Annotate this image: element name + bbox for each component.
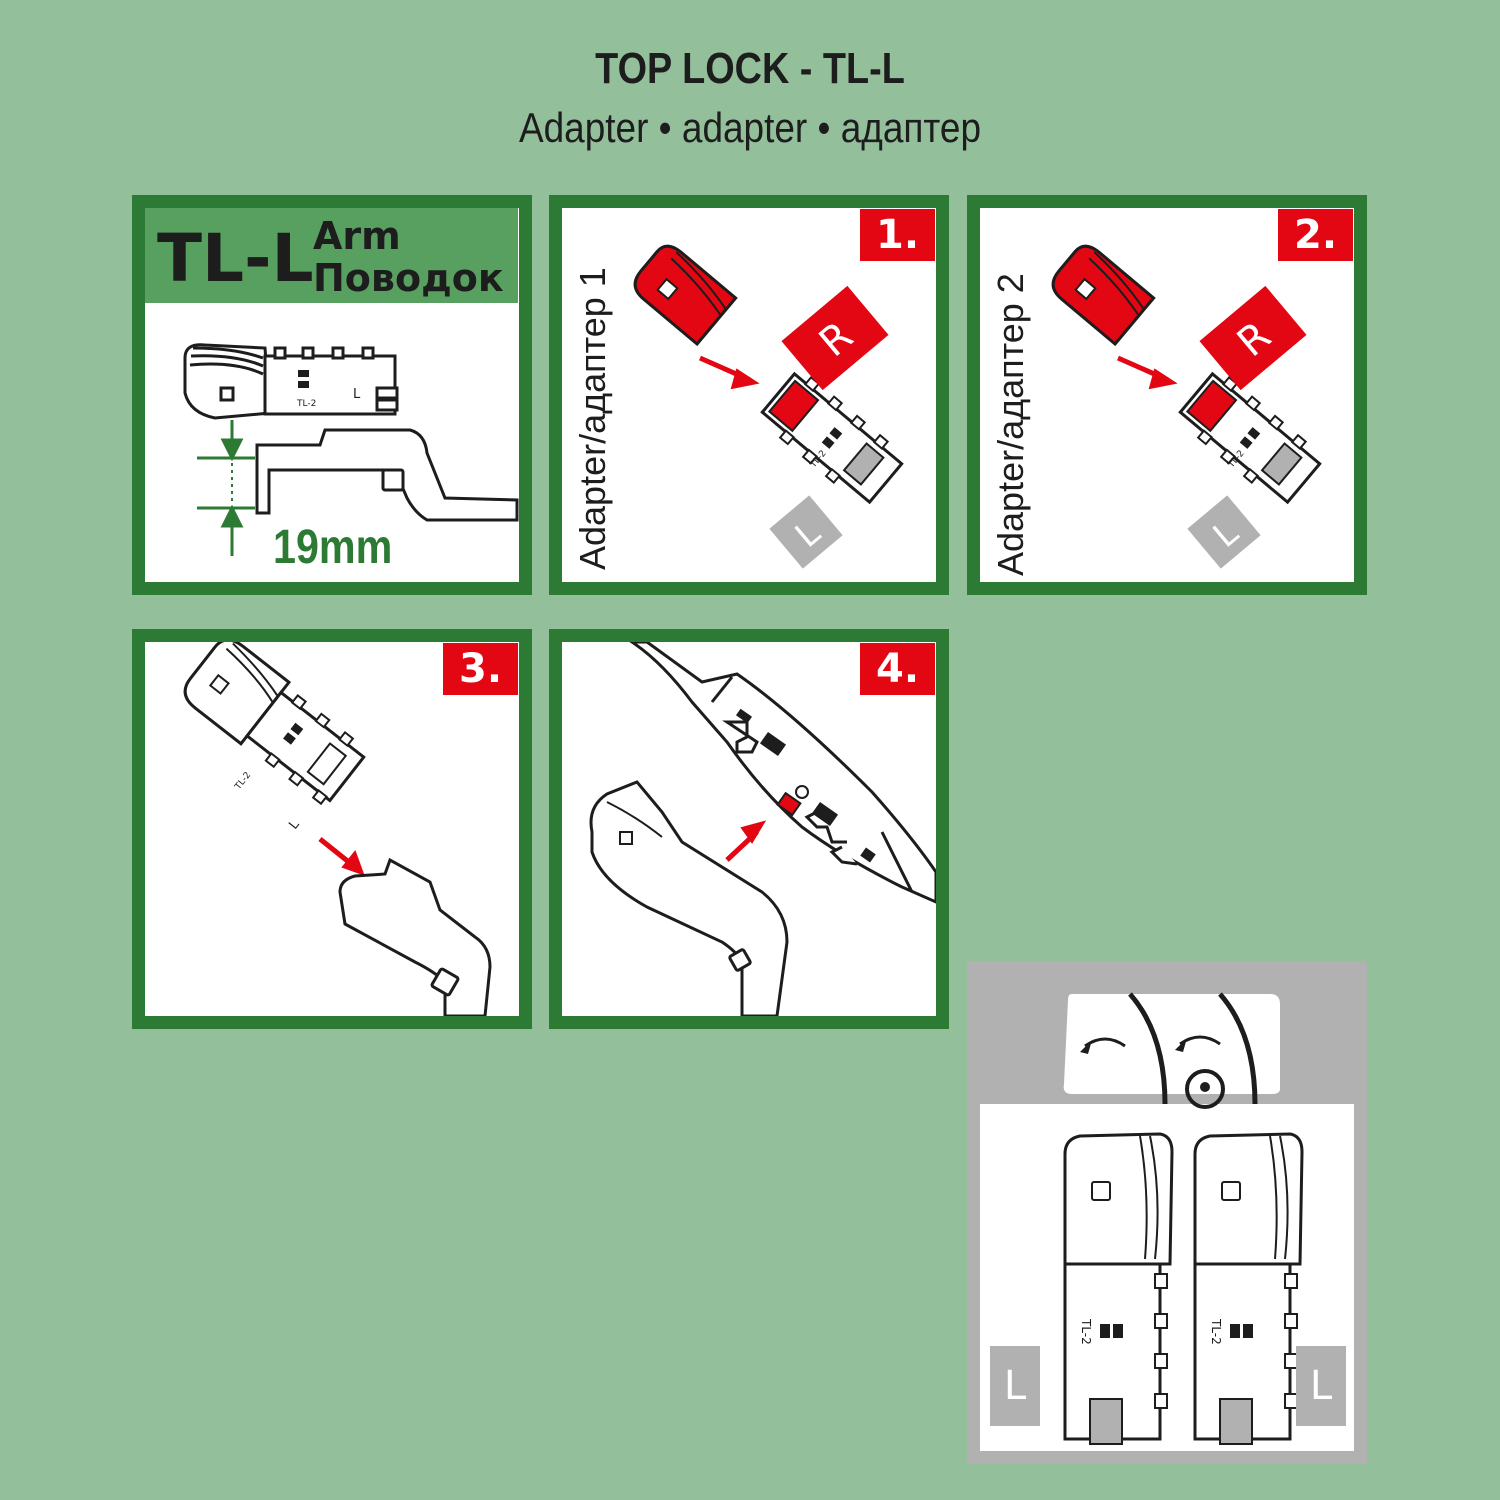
step-3-panel: 3. TL-2 L [132, 629, 532, 1029]
arm-panel: TL-L Arm Поводок TL-2 L [132, 195, 532, 595]
step-3-part-label: TL-2 [233, 770, 253, 792]
step-4-badge: 4. [860, 643, 935, 695]
step-2-left-tag-box [1187, 495, 1261, 569]
arm-label-en: Arm [313, 214, 401, 258]
step-2-right-tag-box [1199, 285, 1307, 391]
orientation-illustration: TL-2 TL-2 [980, 974, 1354, 1445]
arm-label-ru: Поводок [313, 256, 504, 300]
step-2-badge: 2. [1278, 209, 1353, 261]
step-1-right-tag-box [781, 285, 889, 391]
page-title: TOP LOCK - TL-L [595, 44, 905, 93]
step-2-panel: 2. Adapter/адаптер 2 TL-2 [967, 195, 1367, 595]
step-3-badge: 3. [443, 643, 518, 695]
step-3-side-label: L [286, 817, 303, 833]
step-1-illustration: TL-2 R L [633, 244, 904, 569]
page-subtitle: Adapter • adapter • адаптер [518, 104, 982, 151]
step-4-panel: 4. [549, 629, 949, 1029]
step-4-illustration [589, 642, 936, 1016]
arm-part-label: TL-2 [296, 399, 316, 409]
step-1-left-tag-box [769, 495, 843, 569]
orientation-panel: TL-2 TL-2 L L [967, 961, 1367, 1464]
step-1-badge: 1. [860, 209, 935, 261]
step-1-panel: 1. Adapter/адаптер 1 TL-2 [549, 195, 949, 595]
orientation-part-label-right: TL-2 [1209, 1318, 1223, 1345]
orientation-part-label-left: TL-2 [1079, 1318, 1093, 1345]
arm-illustration: TL-2 L [183, 343, 519, 556]
orientation-left-tag: L [990, 1346, 1040, 1426]
arm-header: TL-L Arm Поводок [145, 208, 518, 303]
orientation-right-tag: L [1296, 1346, 1346, 1426]
arm-side-label: L [353, 387, 361, 402]
step-3-illustration: TL-2 L [183, 642, 492, 1016]
dimension-label: 19mm [273, 521, 393, 574]
arm-code: TL-L [157, 220, 314, 297]
step-2-illustration: TL-2 R L [1051, 244, 1322, 569]
